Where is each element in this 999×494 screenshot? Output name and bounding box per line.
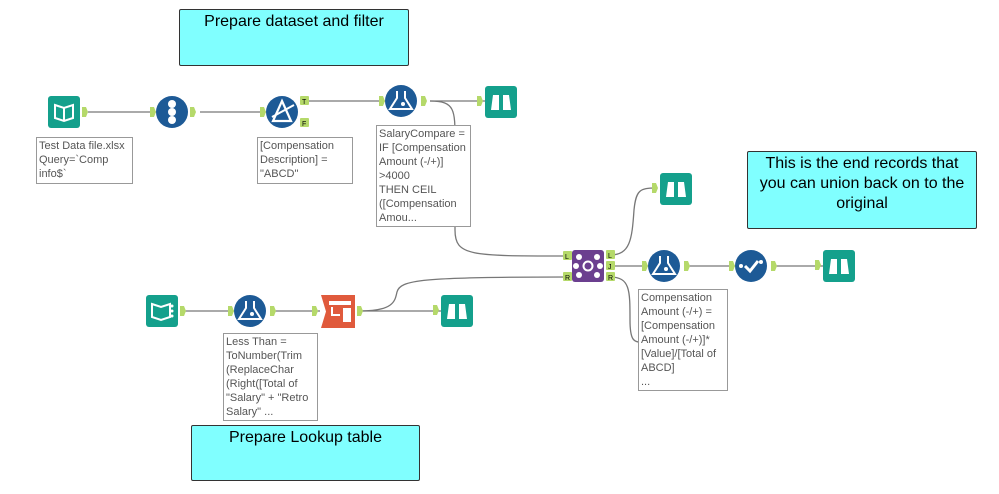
filter-annotation: [Compensation Description] = "ABCD": [257, 137, 353, 184]
input-annotation: Test Data file.xlsx Query=`Comp info$`: [36, 137, 133, 184]
comment-end-records[interactable]: This is the end records that you can uni…: [747, 151, 977, 229]
wire-join-browse3: [609, 187, 657, 256]
browse-tool-4[interactable]: [815, 250, 857, 282]
browse-tool-3[interactable]: [652, 173, 694, 205]
anchor-false: F: [302, 121, 306, 128]
input-data-tool[interactable]: [48, 96, 90, 128]
comment-prepare-dataset[interactable]: Prepare dataset and filter: [179, 9, 409, 66]
formula-tool[interactable]: [379, 84, 435, 118]
join-anchor-left-out: L: [608, 253, 612, 260]
text-to-columns-tool[interactable]: [312, 295, 366, 328]
select-tool[interactable]: [729, 249, 785, 283]
join-anchor-right-in: R: [565, 275, 570, 282]
formula-annotation-3: Compensation Amount (-/+) = [Compensatio…: [638, 289, 728, 391]
join-tool[interactable]: L R L J R: [563, 249, 617, 283]
record-id-tool[interactable]: [150, 95, 210, 129]
browse-tool-2[interactable]: [433, 295, 475, 327]
formula-annotation: SalaryCompare = IF [Compensation Amount …: [376, 125, 471, 227]
wire-t2c-join: [359, 276, 567, 312]
wire-formula-join: [429, 100, 567, 257]
join-anchor-left-in: L: [565, 254, 569, 261]
formula-annotation-2: Less Than = ToNumber(Trim (ReplaceChar (…: [223, 333, 318, 421]
join-anchor-right-out: R: [608, 275, 613, 282]
wire-join-r: [609, 276, 641, 343]
filter-tool[interactable]: T F: [260, 95, 312, 131]
join-anchor-join-out: J: [608, 264, 612, 271]
formula-tool-3[interactable]: [642, 249, 698, 283]
comment-prepare-lookup[interactable]: Prepare Lookup table: [191, 425, 420, 481]
formula-tool-2[interactable]: [228, 294, 284, 328]
browse-tool[interactable]: [477, 86, 519, 118]
anchor-true: T: [302, 99, 307, 106]
input-data-tool-2[interactable]: [146, 295, 188, 327]
